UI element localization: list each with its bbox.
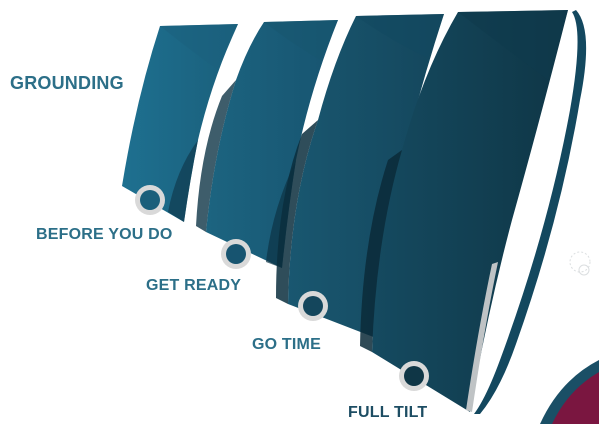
stage-marker-1 (135, 185, 165, 215)
stage-label-full-tilt: FULL TILT (348, 404, 427, 422)
grounding-label: GROUNDING (10, 73, 124, 94)
stage-label-before-you-do: BEFORE YOU DO (36, 226, 173, 244)
accent-corner-shape (540, 360, 599, 424)
stage-marker-3 (298, 291, 328, 321)
stage-marker-4 (399, 361, 429, 391)
stage-marker-2 (221, 239, 251, 269)
decorative-mark-icon (570, 252, 590, 275)
stage-label-go-time: GO TIME (252, 336, 321, 354)
stage-label-get-ready: GET READY (146, 277, 241, 295)
